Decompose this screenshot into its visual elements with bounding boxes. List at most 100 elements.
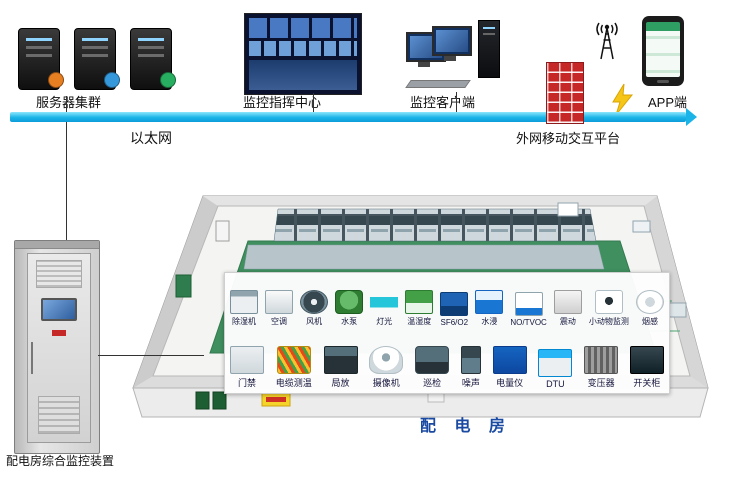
water-pump-icon <box>335 290 364 314</box>
app-screen <box>646 22 680 77</box>
pc-tower-icon <box>478 20 500 78</box>
connector-line-servers <box>66 96 67 112</box>
equipment-item-smoke-sensor: 烟感 <box>635 290 664 327</box>
equipment-item-air-conditioner: 空调 <box>265 290 294 327</box>
equipment-item-dehumidifier: 除湿机 <box>230 290 258 327</box>
equipment-label: 震动 <box>559 317 576 326</box>
equipment-item-water-leak: 水浸 <box>475 290 504 327</box>
equipment-label: DTU <box>546 379 565 389</box>
noise-icon <box>460 346 481 374</box>
equipment-label: 除湿机 <box>232 317 256 326</box>
fan-icon <box>300 290 329 314</box>
antenna-icon <box>592 20 622 67</box>
equipment-label: 开关柜 <box>633 378 661 388</box>
equipment-item-power-meter: 电量仪 <box>492 346 527 389</box>
equipment-label: 风机 <box>306 317 323 326</box>
equipment-label: 噪声 <box>461 378 480 388</box>
monitoring-client-label: 监控客户端 <box>410 95 476 110</box>
smartphone-icon <box>642 16 684 86</box>
monitor-icon <box>432 26 472 56</box>
server-cluster-label: 服务器集群 <box>36 95 102 110</box>
equipment-item-partial-discharge: 局放 <box>323 346 358 389</box>
external-platform-label: 外网移动交互平台 <box>516 131 621 146</box>
no-tvoc-icon <box>514 292 543 316</box>
cabinet-display-screen <box>41 298 77 321</box>
equipment-panel: 除湿机 空调 风机 水泵 灯光 温湿度 <box>224 272 670 394</box>
monitoring-client-group <box>405 20 506 94</box>
globe-badge-icon <box>104 72 120 88</box>
equipment-item-temp-humidity: 温湿度 <box>405 290 434 327</box>
cabinet-handle <box>31 342 33 374</box>
cable-temp-icon <box>276 346 311 374</box>
cabinet-vent-grill <box>36 260 82 288</box>
dehumidifier-icon <box>230 290 258 314</box>
video-wall-icon <box>249 18 357 38</box>
equipment-item-no-tvoc: NO/TVOC <box>510 292 547 327</box>
ethernet-bar-arrow-tip <box>686 108 697 126</box>
monitor-row-icon <box>249 41 357 56</box>
equipment-item-access-control: 门禁 <box>230 346 264 389</box>
temp-humidity-icon <box>405 290 434 314</box>
app-label: APP端 <box>648 95 688 110</box>
monitor-screen <box>436 30 468 52</box>
sf6-o2-icon <box>440 292 469 316</box>
equipment-item-cable-temp: 电缆测温 <box>276 346 312 389</box>
equipment-label: SF6/O2 <box>440 318 469 327</box>
switchgear-icon <box>629 346 664 374</box>
animal-monitor-icon <box>594 290 623 314</box>
equipment-item-animal-monitor: 小动物监测 <box>589 290 629 327</box>
command-center-label: 监控指挥中心 <box>243 95 322 110</box>
equipment-item-vibration: 震动 <box>553 290 582 327</box>
cabinet-top-cap <box>15 241 99 249</box>
vibration-icon <box>553 290 582 314</box>
equipment-label: 水泵 <box>341 317 358 326</box>
dtu-icon <box>538 349 573 377</box>
equipment-item-inspection-robot: 巡检 <box>415 346 450 389</box>
equipment-label: 巡检 <box>423 378 442 388</box>
keyboard-icon <box>405 80 471 88</box>
control-room-floor <box>249 60 357 90</box>
server-cluster-group <box>18 28 176 90</box>
equipment-label: NO/TVOC <box>510 318 547 327</box>
equipment-item-switchgear: 开关柜 <box>629 346 664 389</box>
command-center-image <box>244 13 362 95</box>
connector-line-cabinet-room <box>98 355 204 356</box>
partial-discharge-icon <box>323 346 358 374</box>
cabinet-door <box>27 253 91 443</box>
equipment-item-noise: 噪声 <box>460 346 481 389</box>
equipment-item-sf6-o2: SF6/O2 <box>440 292 469 327</box>
power-meter-icon <box>492 346 527 374</box>
server-tower-icon <box>130 28 176 90</box>
database-badge-icon <box>160 72 176 88</box>
equipment-label: 门禁 <box>237 378 256 388</box>
equipment-label: 局放 <box>331 378 350 388</box>
equipment-label: 烟感 <box>641 317 658 326</box>
server-tower-icon <box>18 28 64 90</box>
wrench-badge-icon <box>48 72 64 88</box>
equipment-label: 电量仪 <box>496 378 524 388</box>
equipment-item-lighting: 灯光 <box>370 290 399 327</box>
transformer-icon <box>584 346 619 374</box>
firewall-icon <box>546 62 584 124</box>
equipment-row-2: 门禁 电缆测温 局放 摄像机 巡检 噪声 <box>225 327 669 389</box>
smoke-sensor-icon <box>635 290 664 314</box>
equipment-label: 变压器 <box>587 378 615 388</box>
connector-line-cabinet <box>66 122 67 241</box>
lighting-icon <box>370 290 399 314</box>
cabinet-label: 配电房综合监控装置 <box>6 454 115 468</box>
equipment-label: 空调 <box>271 317 288 326</box>
air-conditioner-icon <box>265 290 294 314</box>
equipment-label: 水浸 <box>481 317 498 326</box>
equipment-label: 灯光 <box>376 317 393 326</box>
monitoring-cabinet <box>14 240 100 454</box>
monitor-stand <box>418 62 430 67</box>
cabinet-logo <box>52 330 66 336</box>
equipment-label: 摄像机 <box>372 378 400 388</box>
access-control-icon <box>230 346 264 374</box>
connector-line-client <box>456 92 457 112</box>
ethernet-bus-bar <box>10 112 686 122</box>
ethernet-label: 以太网 <box>130 130 172 146</box>
server-tower-icon <box>74 28 120 90</box>
equipment-item-water-pump: 水泵 <box>335 290 364 327</box>
